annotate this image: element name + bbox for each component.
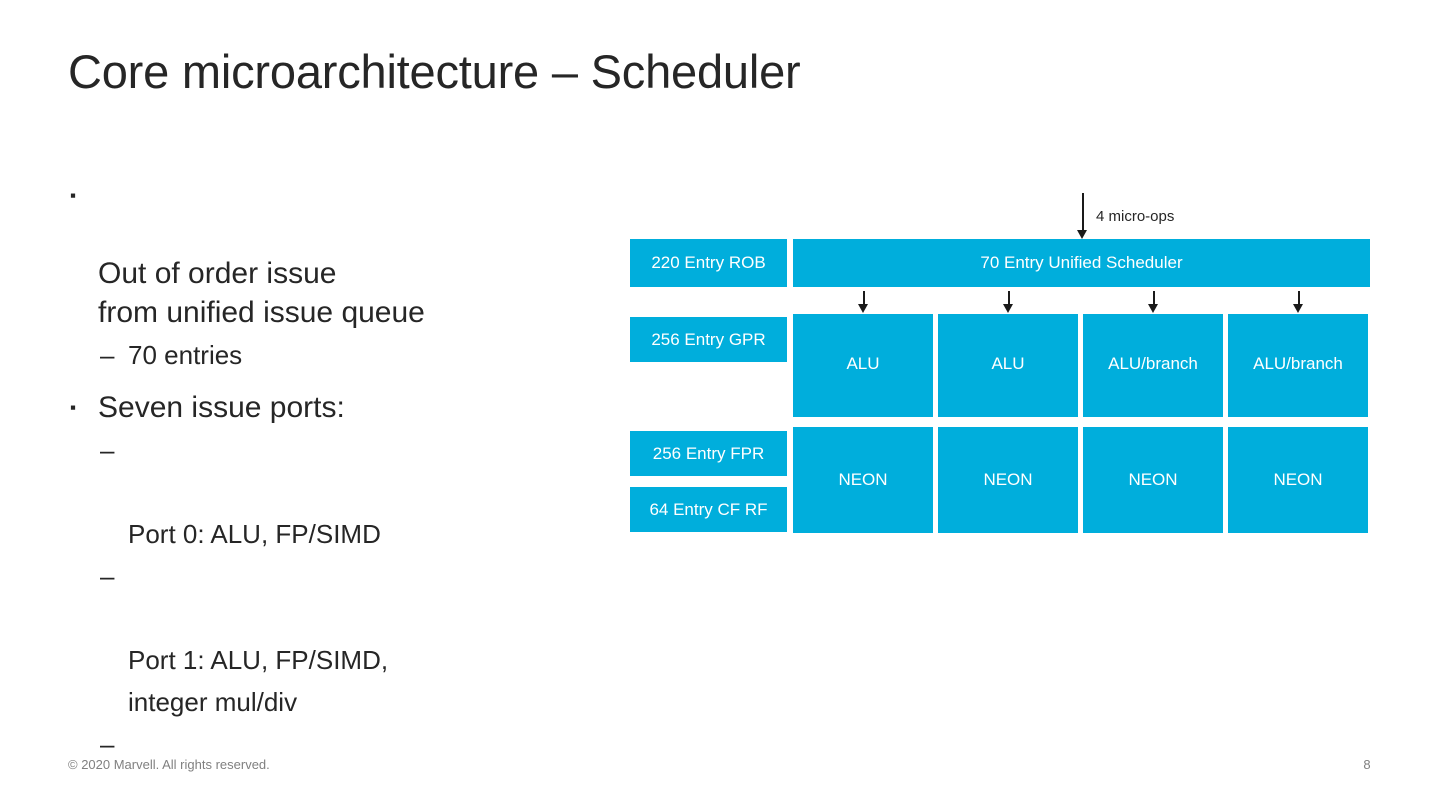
bullet-port-1: – Port 1: ALU, FP/SIMD, integer mul/div — [68, 555, 608, 723]
bullet-port-0: – Port 0: ALU, FP/SIMD — [68, 429, 608, 555]
bullet-list: ▪ Out of order issue from unified issue … — [68, 176, 608, 810]
block-cf-rf: 64 Entry CF RF — [630, 487, 787, 532]
bullet-seven-issue-ports: ▪ Seven issue ports: — [68, 388, 608, 427]
dash-bullet-icon: – — [100, 340, 115, 370]
bullet-port-1-label: Port 1: ALU, FP/SIMD, integer mul/div — [128, 645, 389, 717]
exec-unit-simd-1: NEON — [938, 427, 1078, 533]
dash-bullet-icon: – — [100, 435, 115, 465]
micro-ops-label: 4 micro-ops — [1096, 208, 1175, 225]
bullet-out-of-order-issue: ▪ Out of order issue from unified issue … — [68, 176, 608, 332]
block-unified-scheduler: 70 Entry Unified Scheduler — [793, 239, 1370, 287]
dispatch-arrow-port-1-icon — [1003, 291, 1014, 313]
bullet-70-entries-label: 70 entries — [128, 340, 243, 370]
micro-ops-input-arrow-icon — [1077, 193, 1088, 239]
footer-copyright: © 2020 Marvell. All rights reserved. — [68, 757, 270, 772]
dispatch-arrow-port-0-icon — [858, 291, 869, 313]
dispatch-arrow-port-3-icon — [1293, 291, 1304, 313]
bullet-port-0-label: Port 0: ALU, FP/SIMD — [128, 519, 381, 549]
scheduler-block-diagram: 4 micro-ops 220 Entry ROB 70 Entry Unifi… — [630, 190, 1370, 540]
dash-bullet-icon: – — [100, 729, 115, 759]
block-rob: 220 Entry ROB — [630, 239, 787, 287]
exec-unit-simd-3: NEON — [1228, 427, 1368, 533]
dispatch-arrow-port-2-icon — [1148, 291, 1159, 313]
bullet-port-2: – Port 2: ALU, Branch, FP/SIMD — [68, 723, 608, 810]
block-fpr: 256 Entry FPR — [630, 431, 787, 476]
exec-unit-int-3: ALU/branch — [1228, 314, 1368, 417]
exec-unit-int-0: ALU — [793, 314, 933, 417]
footer-page-number: 8 — [1363, 757, 1371, 772]
exec-unit-int-2: ALU/branch — [1083, 314, 1223, 417]
exec-unit-simd-0: NEON — [793, 427, 933, 533]
page-title: Core microarchitecture – Scheduler — [68, 45, 801, 98]
dash-bullet-icon: – — [100, 561, 115, 591]
bullet-70-entries: – 70 entries — [68, 334, 608, 376]
bullet-seven-issue-ports-label: Seven issue ports: — [98, 391, 345, 424]
bullet-out-of-order-issue-label: Out of order issue from unified issue qu… — [98, 257, 425, 329]
exec-unit-simd-2: NEON — [1083, 427, 1223, 533]
block-gpr: 256 Entry GPR — [630, 317, 787, 362]
square-bullet-icon: ▪ — [70, 398, 77, 417]
square-bullet-icon: ▪ — [70, 186, 77, 205]
exec-unit-int-1: ALU — [938, 314, 1078, 417]
